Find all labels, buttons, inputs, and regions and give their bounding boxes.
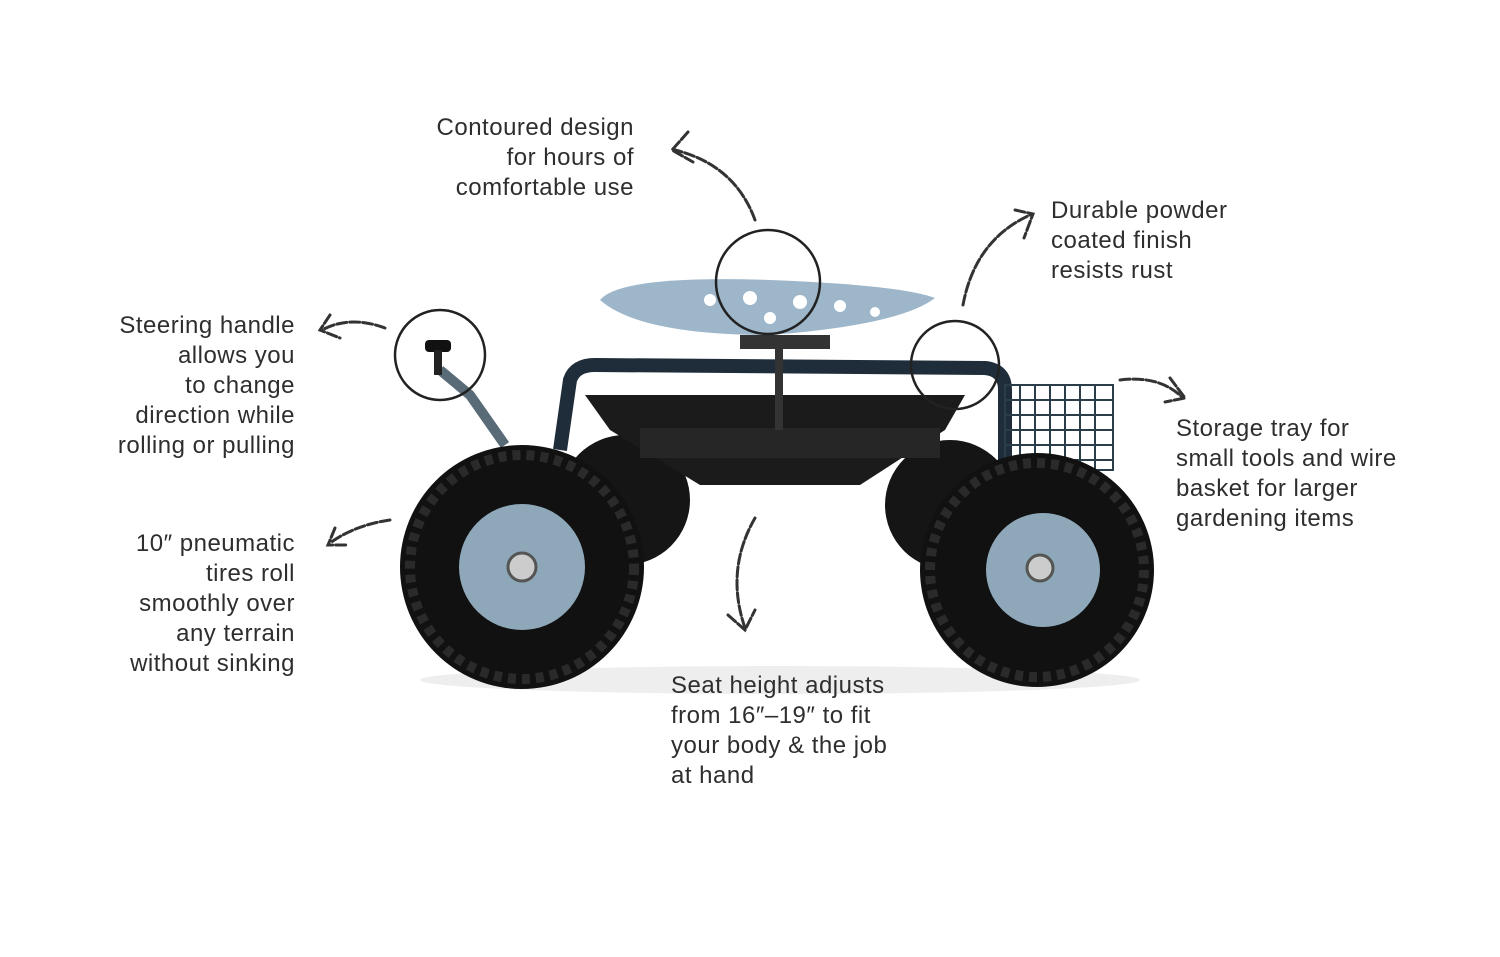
- callout-line: gardening items: [1176, 505, 1355, 532]
- cart-frame: [553, 340, 1012, 485]
- callout-seat: Contoured design for hours of comfortabl…: [437, 113, 634, 203]
- callout-line: to change: [185, 372, 295, 399]
- callout-storage: Storage tray for small tools and wire ba…: [1176, 414, 1397, 534]
- steering-handle: [425, 340, 510, 448]
- callout-line: coated finish: [1051, 227, 1193, 254]
- callout-height: Seat height adjusts from 16″–19″ to fit …: [671, 671, 887, 791]
- callout-line: rolling or pulling: [117, 432, 295, 459]
- callout-line: Contoured design: [436, 114, 634, 141]
- callout-line: without sinking: [130, 650, 295, 677]
- callout-line: resists rust: [1051, 257, 1174, 284]
- callout-steering: Steering handle allows you to change dir…: [118, 311, 295, 461]
- contoured-seat: [600, 279, 935, 349]
- callout-line: Seat height adjusts: [671, 672, 885, 699]
- callout-line: Durable powder: [1051, 197, 1228, 224]
- callout-line: allows you: [177, 342, 295, 369]
- callout-line: Steering handle: [119, 312, 295, 339]
- callout-tires: 10″ pneumatic tires roll smoothly over a…: [130, 529, 295, 679]
- callout-line: from 16″–19″ to fit: [671, 702, 871, 729]
- callout-line: any terrain: [176, 620, 295, 647]
- callout-line: your body & the job: [671, 732, 888, 759]
- callout-line: 10″ pneumatic: [135, 530, 295, 557]
- callout-line: direction while: [135, 402, 295, 429]
- highlight-circles: [393, 228, 1001, 411]
- callout-line: basket for larger: [1176, 475, 1358, 502]
- callout-line: Storage tray for: [1176, 415, 1350, 442]
- front-right-wheel: [920, 453, 1154, 687]
- callout-line: comfortable use: [455, 174, 634, 201]
- callout-line: smoothly over: [139, 590, 295, 617]
- callout-finish: Durable powder coated finish resists rus…: [1051, 196, 1227, 286]
- front-left-wheel: [400, 445, 644, 689]
- callout-line: at hand: [671, 762, 755, 789]
- callout-line: tires roll: [205, 560, 295, 587]
- callout-arrows: [317, 130, 1188, 633]
- callout-line: for hours of: [506, 144, 634, 171]
- cart-shadow: [420, 666, 1140, 694]
- callout-line: small tools and wire: [1176, 445, 1397, 472]
